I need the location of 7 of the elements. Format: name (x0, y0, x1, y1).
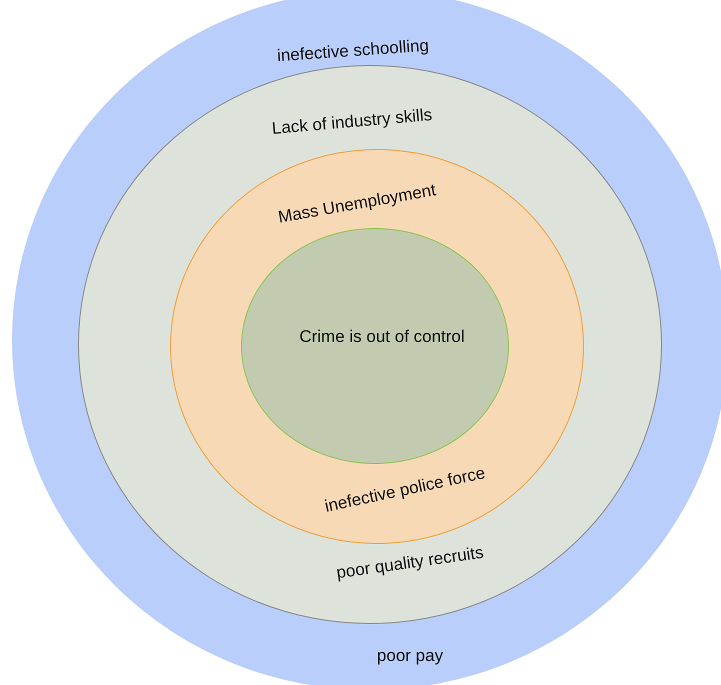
ring-label: inefective schoolling (276, 36, 430, 66)
ring-label: Lack of industry skills (271, 105, 433, 139)
outer-circle (12, 0, 721, 685)
ring-label: inefective police force (322, 463, 488, 517)
ring-label: Crime is out of control (299, 327, 465, 347)
ring-label: poor pay (376, 646, 444, 666)
ring-label: poor quality recruits (335, 542, 485, 584)
